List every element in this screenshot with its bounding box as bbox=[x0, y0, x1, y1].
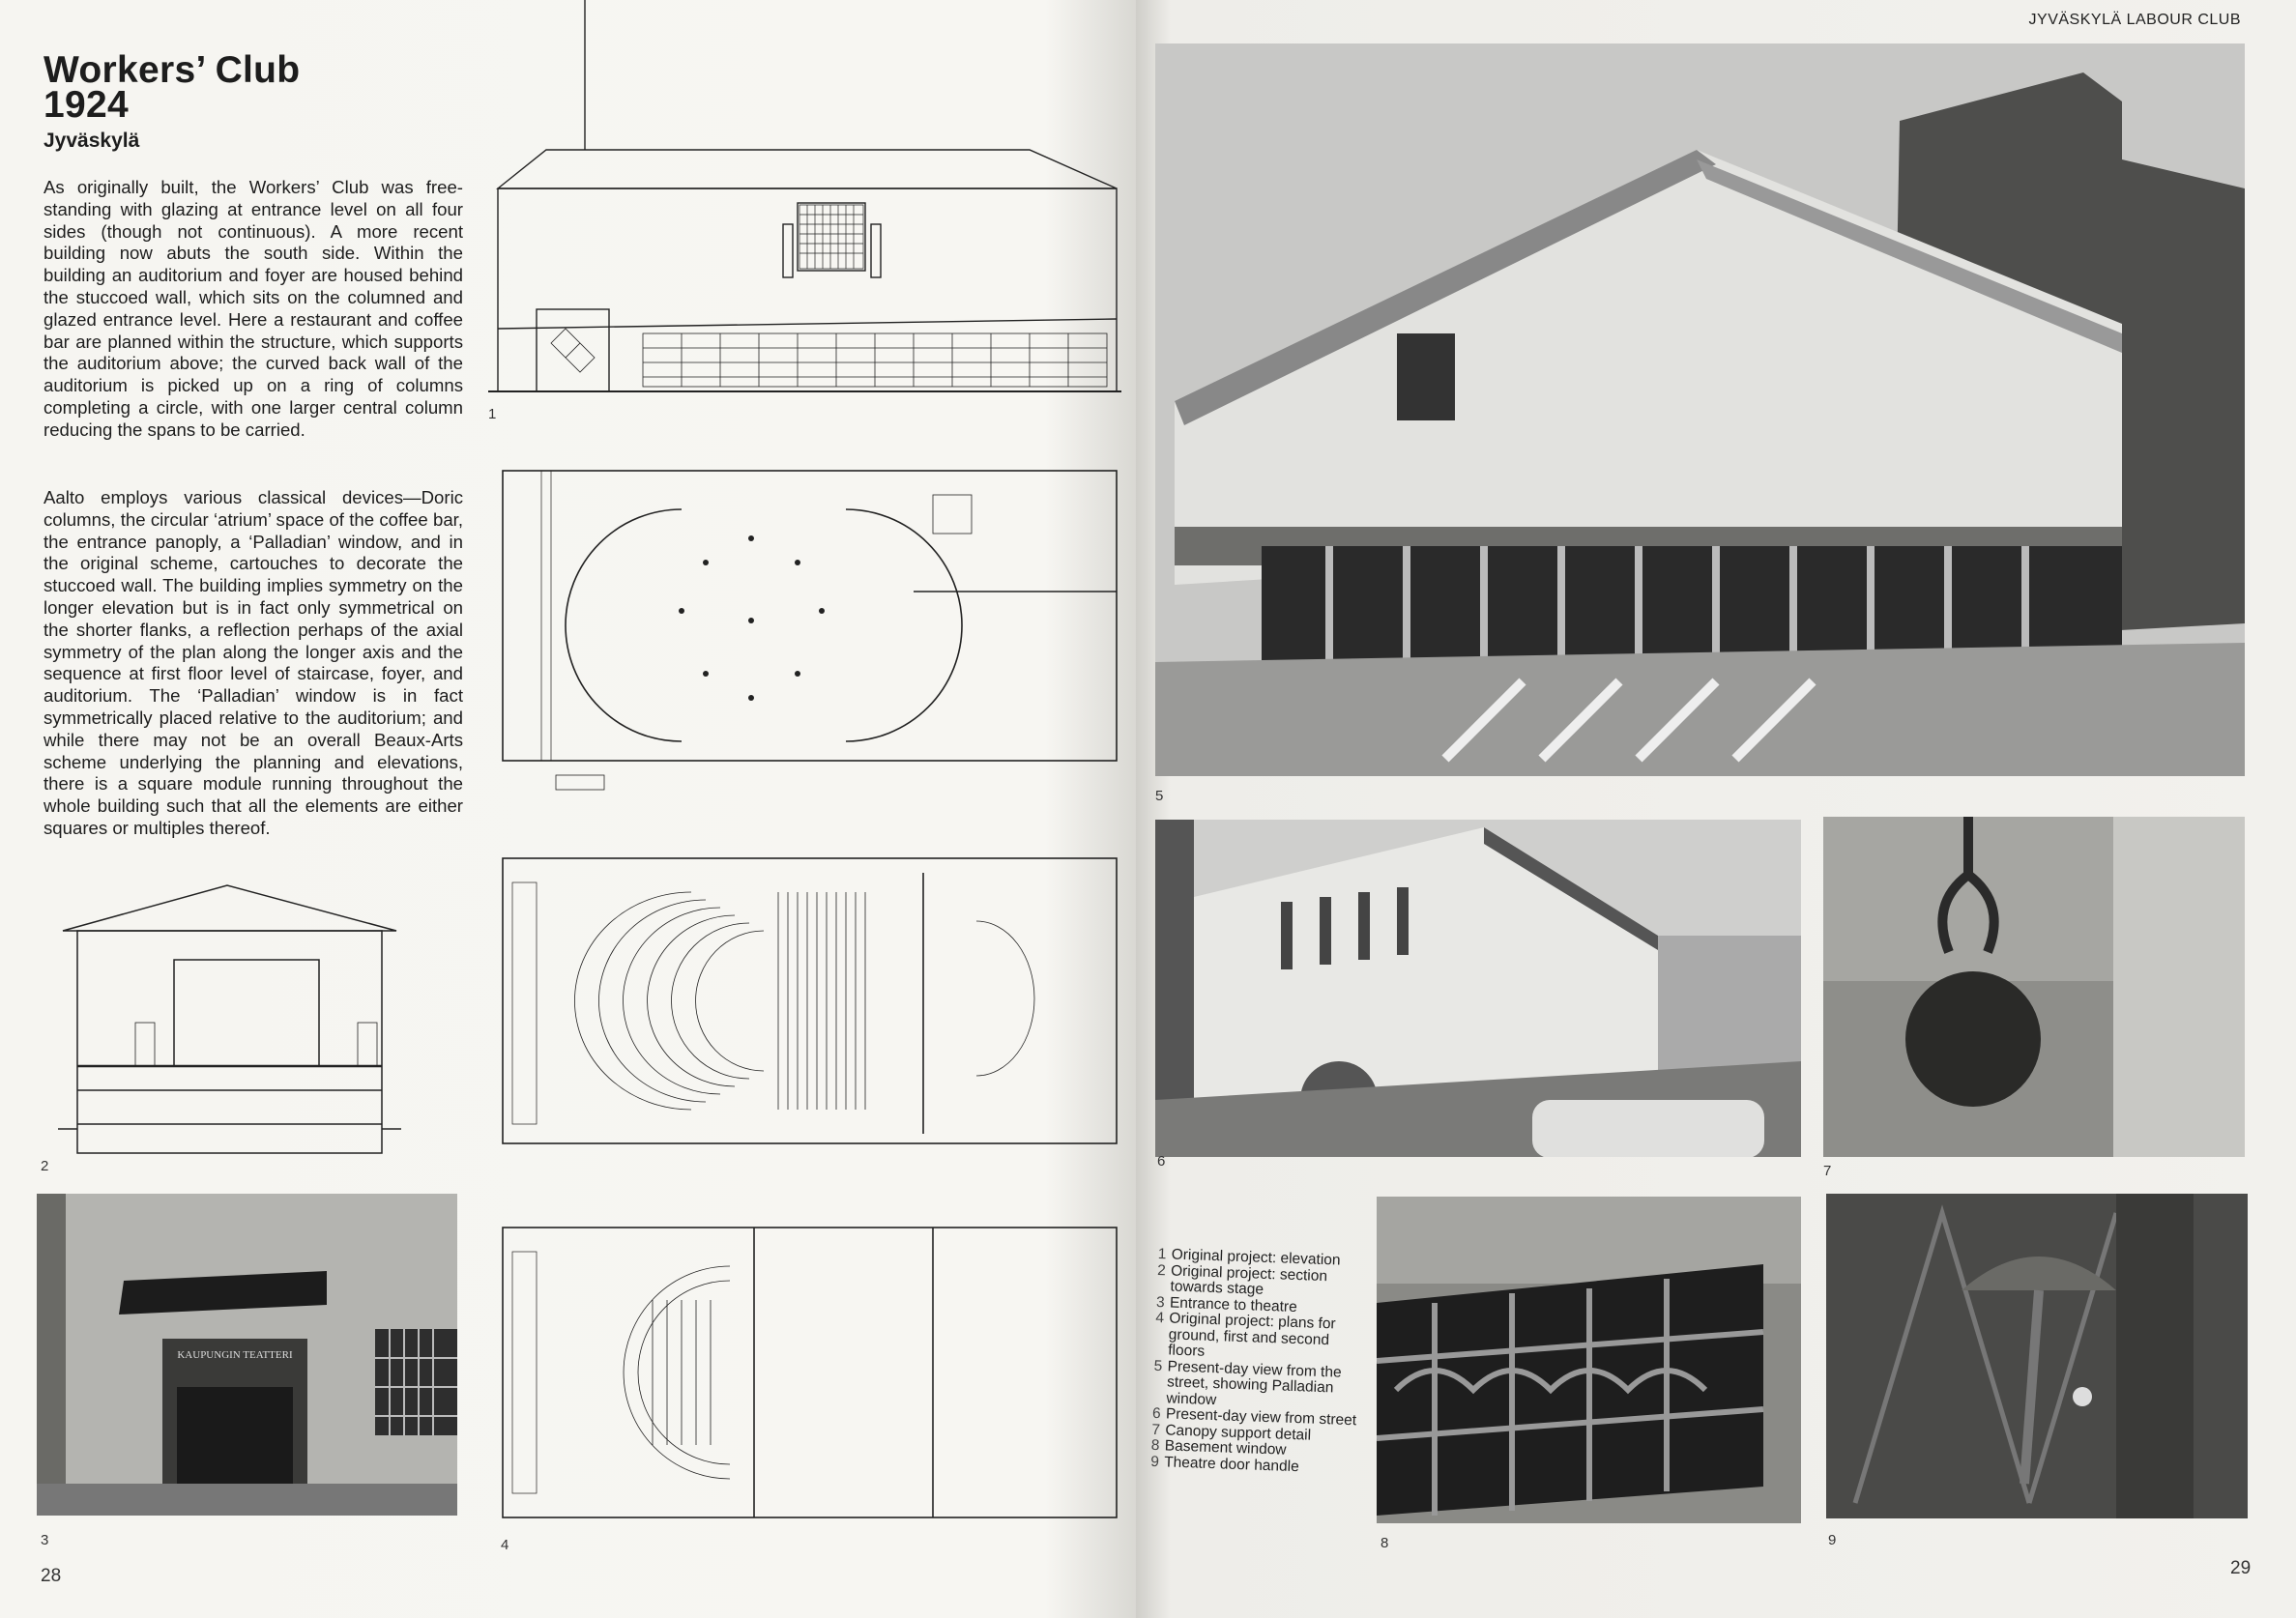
photo-street-view bbox=[1155, 820, 1801, 1157]
caption-number: 2 bbox=[1156, 1261, 1167, 1279]
title-text: Workers’ Club bbox=[44, 49, 301, 91]
caption-text: Present-day view from the street, showin… bbox=[1166, 1357, 1342, 1408]
photo-basement-window bbox=[1377, 1197, 1801, 1523]
theatre-sign: KAUPUNGIN TEATTERI bbox=[177, 1349, 293, 1361]
article-title: Workers’ Club 1924 bbox=[44, 49, 301, 126]
caption-number: 7 bbox=[1151, 1421, 1161, 1438]
figure-label-4: 4 bbox=[501, 1537, 509, 1553]
figure-label-3: 3 bbox=[41, 1532, 49, 1548]
body-paragraph-1: As originally built, the Workers’ Club w… bbox=[44, 177, 463, 440]
caption-number: 6 bbox=[1151, 1404, 1161, 1423]
page-number-left: 28 bbox=[41, 1566, 62, 1586]
title-year: 1924 bbox=[44, 84, 129, 126]
first-floor-plan bbox=[498, 853, 1121, 1153]
photo-door-handle bbox=[1826, 1194, 2248, 1518]
figure-label-9: 9 bbox=[1828, 1532, 1837, 1548]
photo-theatre-entrance: KAUPUNGIN TEATTERI bbox=[37, 1194, 457, 1516]
ground-floor-plan bbox=[498, 466, 1121, 795]
second-floor-plan bbox=[498, 1223, 1121, 1527]
location-subtitle: Jyväskylä bbox=[44, 130, 140, 152]
figure-label-8: 8 bbox=[1381, 1535, 1389, 1551]
caption-text: Original project: plans for ground, firs… bbox=[1167, 1310, 1336, 1360]
figure-label-1: 1 bbox=[488, 406, 497, 422]
photo-street-view-palladian bbox=[1155, 43, 2245, 776]
photo-canopy-support bbox=[1823, 817, 2245, 1157]
page-number-right: 29 bbox=[2230, 1558, 2252, 1578]
caption-number: 9 bbox=[1149, 1453, 1160, 1470]
figure-label-6: 6 bbox=[1157, 1153, 1166, 1170]
running-head: JYVÄSKYLÄ LABOUR CLUB bbox=[2028, 12, 2241, 28]
figure-label-5: 5 bbox=[1155, 788, 1164, 804]
body-paragraph-2: Aalto employs various classical devices—… bbox=[44, 487, 463, 838]
caption-number: 8 bbox=[1150, 1436, 1160, 1455]
caption-number: 3 bbox=[1155, 1293, 1165, 1311]
figure-label-2: 2 bbox=[41, 1158, 49, 1174]
elevation-drawing bbox=[488, 0, 1121, 406]
section-drawing bbox=[58, 882, 401, 1168]
figure-label-7: 7 bbox=[1823, 1163, 1832, 1179]
caption-number: 1 bbox=[1157, 1246, 1167, 1263]
